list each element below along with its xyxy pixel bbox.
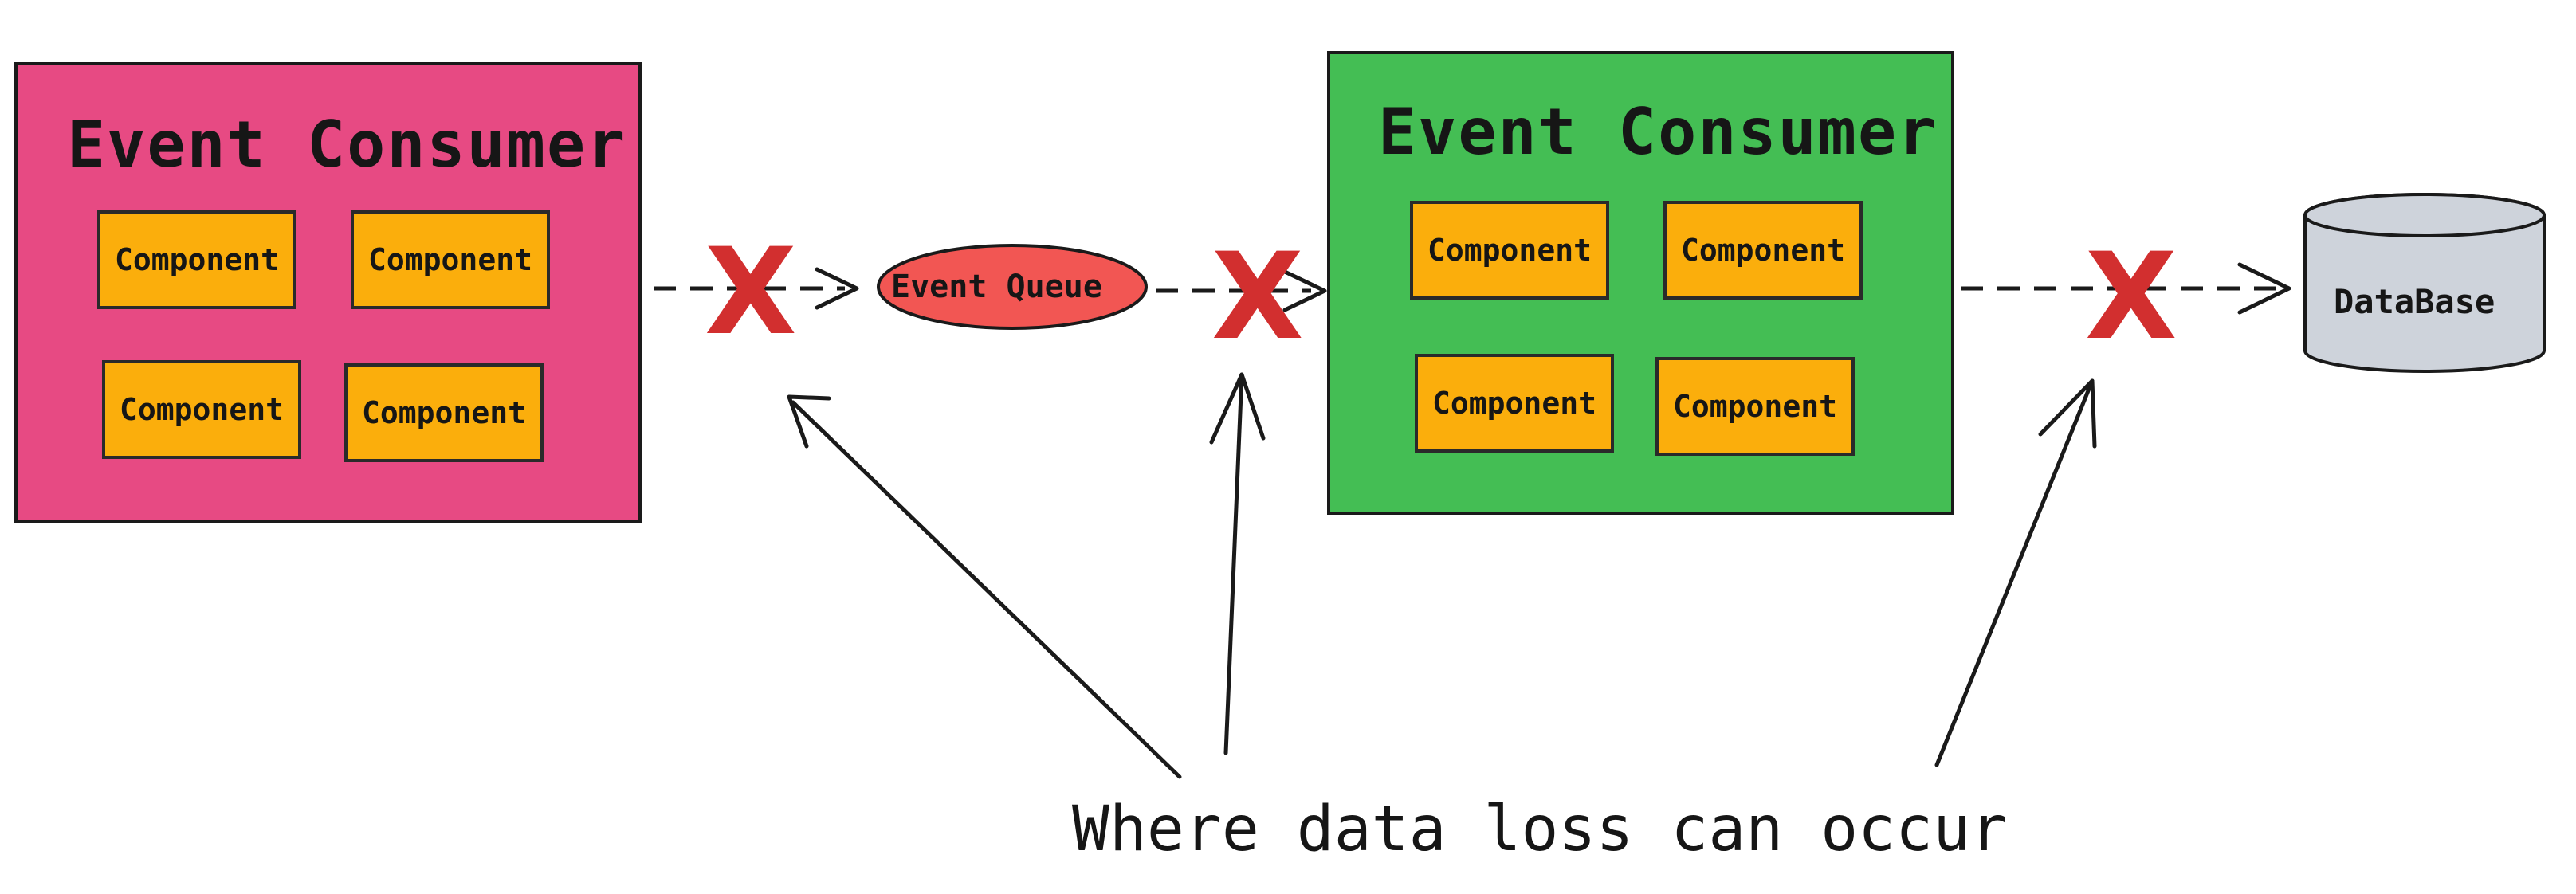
pointer-arrow-middle <box>1223 372 1244 755</box>
pointer-arrow-left <box>791 400 1182 779</box>
component-left-3: Component <box>102 360 301 459</box>
component-right-1: Component <box>1410 201 1609 300</box>
component-left-2: Component <box>351 210 550 309</box>
event-queue-shape <box>877 244 1148 330</box>
data-loss-mark-3: X <box>2085 228 2177 367</box>
component-right-4: Component <box>1655 357 1855 456</box>
event-consumer-left-title: Event Consumer <box>67 108 627 182</box>
pointer-arrow-middle-head <box>1209 372 1266 445</box>
component-left-1: Component <box>97 210 296 309</box>
connector-consumer-to-queue-arrowhead <box>815 267 859 310</box>
component-right-3: Component <box>1415 354 1614 453</box>
pointer-arrow-right <box>1934 378 2095 767</box>
data-loss-mark-2: X <box>1211 228 1304 367</box>
data-loss-mark-1: X <box>705 223 797 362</box>
component-right-2: Component <box>1663 201 1863 300</box>
database-top-rim <box>2303 193 2546 237</box>
pointer-arrow-left-head <box>787 394 831 449</box>
event-queue-label: Event Queue <box>891 269 1102 305</box>
data-loss-caption: Where data loss can occur <box>1072 794 2008 865</box>
event-consumer-right: Event Consumer Component Component Compo… <box>1327 51 1954 515</box>
pointer-arrow-right-head <box>2038 378 2097 449</box>
connector-consumer-to-database-arrowhead <box>2237 262 2291 315</box>
component-left-4: Component <box>344 363 544 462</box>
event-consumer-right-title: Event Consumer <box>1378 95 1938 169</box>
event-consumer-left: Event Consumer Component Component Compo… <box>14 62 642 523</box>
database-label: DataBase <box>2334 282 2496 321</box>
connector-queue-to-consumer-arrowhead <box>1282 269 1327 312</box>
